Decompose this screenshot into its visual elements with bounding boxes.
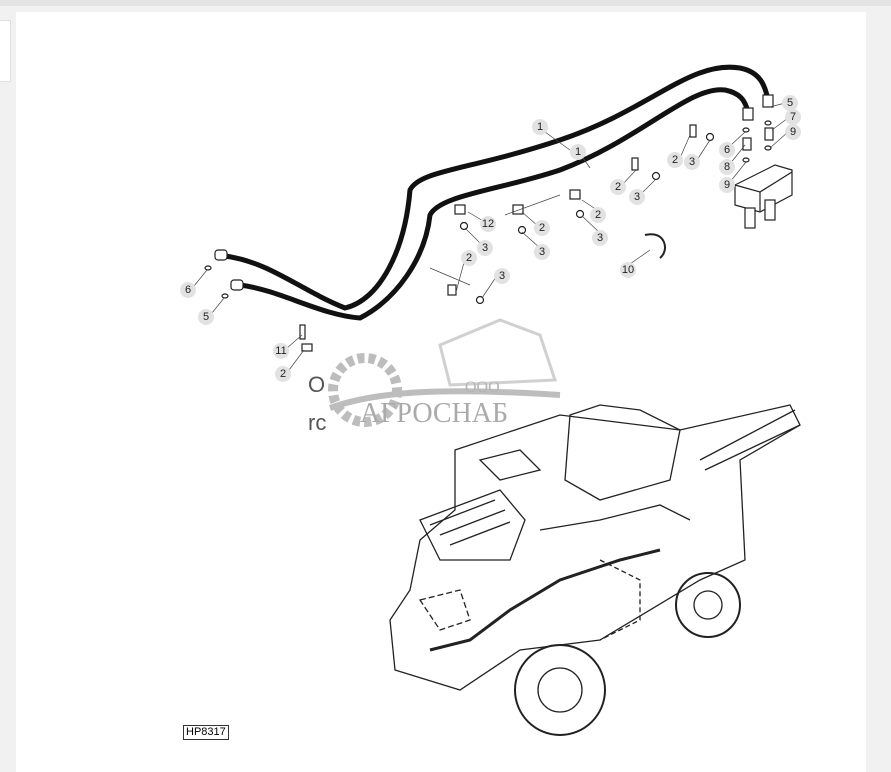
side-panel-edge — [0, 20, 11, 82]
callout-number: 2 — [615, 181, 621, 193]
callout-number: 2 — [539, 222, 545, 234]
callout-3: 3 — [477, 240, 493, 256]
callout-2: 2 — [667, 152, 683, 168]
callout-number: 3 — [597, 232, 603, 244]
clamps — [299, 124, 715, 352]
callout-2: 2 — [275, 366, 291, 382]
callout-number: 1 — [537, 121, 543, 133]
callout-number: 2 — [595, 209, 601, 221]
top-bar — [0, 0, 891, 6]
callout-2: 2 — [461, 250, 477, 266]
callout-number: 8 — [724, 161, 730, 173]
callout-10: 10 — [620, 262, 636, 278]
callout-3: 3 — [629, 189, 645, 205]
callout-number: 3 — [634, 191, 640, 203]
callout-number: 6 — [185, 284, 191, 296]
callout-2: 2 — [590, 207, 606, 223]
watermark-name: АГРОСНАБ — [360, 398, 508, 429]
callout-3: 3 — [684, 154, 700, 170]
callout-number: 3 — [539, 246, 545, 258]
combine-harvester-illustration — [389, 404, 801, 736]
callout-6: 6 — [719, 142, 735, 158]
callout-9: 9 — [719, 177, 735, 193]
callout-number: 2 — [672, 154, 678, 166]
partial-text-2: rc — [308, 410, 327, 435]
callout-1: 1 — [570, 144, 586, 160]
callout-3: 3 — [494, 268, 510, 284]
callout-number: 12 — [482, 218, 494, 230]
callout-number: 9 — [790, 126, 796, 138]
callout-number: 1 — [575, 146, 581, 158]
callout-number: 2 — [280, 368, 286, 380]
callout-number: 6 — [724, 144, 730, 156]
callout-number: 5 — [203, 311, 209, 323]
callout-number: 9 — [724, 179, 730, 191]
valve-block — [734, 164, 793, 229]
watermark-logo: ООО АГРОСНАБ — [328, 318, 561, 429]
callout-number: 7 — [790, 111, 796, 123]
hydraulic-hoses — [222, 64, 771, 321]
callout-8: 8 — [719, 159, 735, 175]
hose-upper — [222, 64, 771, 311]
callout-9: 9 — [785, 124, 801, 140]
callout-11: 11 — [273, 343, 289, 359]
callout-number: 5 — [787, 97, 793, 109]
figure-reference-label: HP8317 — [183, 725, 229, 740]
hose-lower — [237, 87, 751, 321]
callout-6: 6 — [180, 282, 196, 298]
partial-text-1: O — [308, 372, 326, 397]
callout-number: 10 — [622, 264, 634, 276]
callout-7: 7 — [785, 109, 801, 125]
callout-number: 11 — [275, 345, 286, 357]
callout-3: 3 — [534, 244, 550, 260]
fittings — [204, 94, 774, 299]
callout-number: 3 — [482, 242, 488, 254]
callout-5: 5 — [782, 95, 798, 111]
callout-number: 2 — [466, 252, 472, 264]
callout-5: 5 — [198, 309, 214, 325]
callout-3: 3 — [592, 230, 608, 246]
callout-12: 12 — [480, 216, 496, 232]
callout-2: 2 — [534, 220, 550, 236]
callout-number: 3 — [689, 156, 695, 168]
leader-lines — [193, 102, 789, 371]
callout-2: 2 — [610, 179, 626, 195]
callout-1: 1 — [532, 119, 548, 135]
watermark-prefix: ООО — [465, 379, 500, 396]
callout-number: 3 — [499, 270, 505, 282]
